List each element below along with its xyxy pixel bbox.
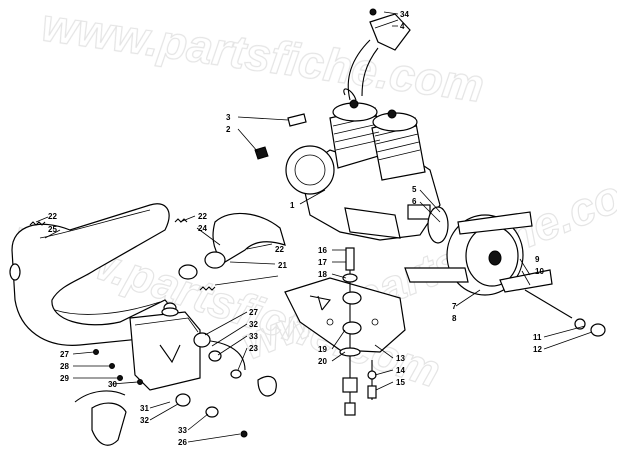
callout-24: 24 (198, 224, 207, 233)
callout-30: 30 (108, 380, 117, 389)
callout-16: 16 (318, 246, 327, 255)
callout-32-left: 32 (140, 416, 149, 425)
watermark-top: www.partsfiche.com (39, 0, 488, 112)
drive-clutch (404, 206, 606, 337)
callout-3: 3 (226, 113, 231, 122)
callout-22-mid: 22 (198, 212, 207, 221)
callout-7: 7 (452, 302, 457, 311)
callout-22-left: 22 (48, 212, 57, 221)
engine-assembly (285, 39, 441, 241)
callout-5: 5 (412, 185, 417, 194)
callout-33-right: 33 (249, 332, 258, 341)
callout-13: 13 (396, 354, 405, 363)
callout-2: 2 (226, 125, 231, 134)
callout-4: 4 (400, 22, 405, 31)
callout-26: 26 (178, 438, 187, 447)
callout-27-left: 27 (60, 350, 69, 359)
callout-15: 15 (396, 378, 405, 387)
ignition-coil (369, 8, 411, 51)
callout-21: 21 (278, 261, 287, 270)
callout-20: 20 (318, 357, 327, 366)
callout-23: 23 (249, 344, 258, 353)
bracket-parts (254, 113, 307, 160)
callout-18: 18 (318, 270, 327, 279)
callout-28: 28 (60, 362, 69, 371)
leader-lines (35, 11, 593, 443)
callout-14: 14 (396, 366, 405, 375)
motor-mount-plate (284, 247, 406, 416)
callout-29: 29 (60, 374, 69, 383)
callout-33-left: 33 (178, 426, 187, 435)
callout-22-right: 22 (275, 245, 284, 254)
callout-27-right: 27 (249, 308, 258, 317)
callout-9: 9 (535, 255, 540, 264)
exhaust-muffler (9, 203, 216, 346)
callout-8: 8 (452, 314, 457, 323)
callout-17: 17 (318, 258, 327, 267)
callout-31: 31 (140, 404, 149, 413)
callout-11: 11 (533, 333, 542, 342)
oil-tank (74, 307, 277, 446)
callout-1: 1 (290, 201, 295, 210)
callout-25: 25 (48, 225, 57, 234)
callout-labels: 34 4 3 2 1 5 6 22 25 22 24 22 21 16 17 1… (48, 10, 544, 447)
callout-32-right: 32 (249, 320, 258, 329)
callout-34: 34 (400, 10, 409, 19)
callout-10: 10 (535, 267, 544, 276)
callout-6: 6 (412, 197, 417, 206)
callout-12: 12 (533, 345, 542, 354)
callout-19: 19 (318, 345, 327, 354)
